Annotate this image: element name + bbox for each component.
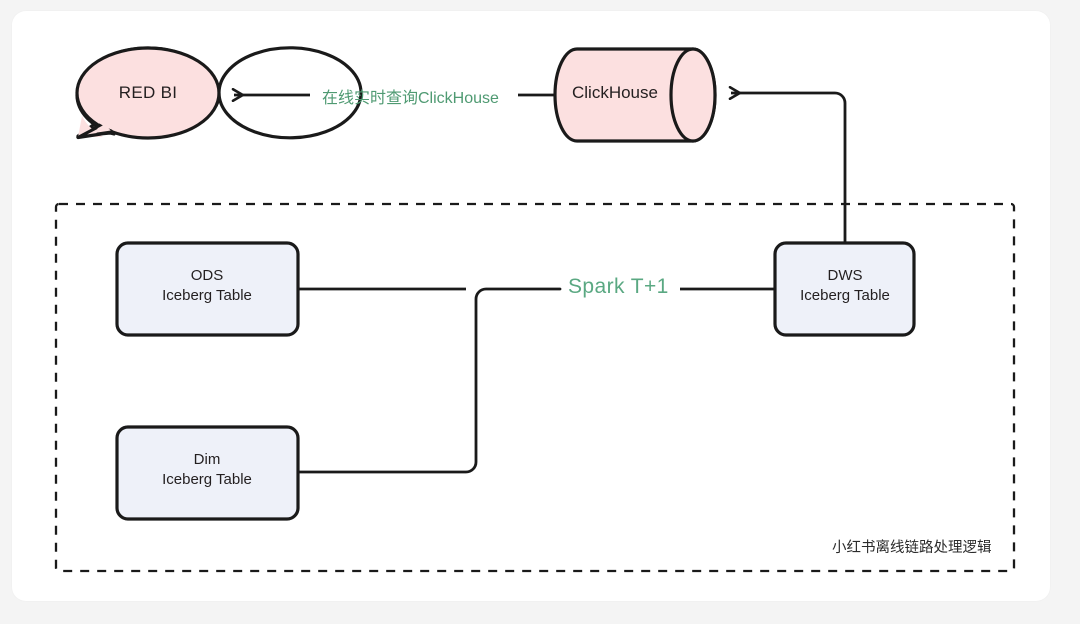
node-ods[interactable] <box>115 241 300 337</box>
edge-dws-to-clickhouse <box>731 93 847 243</box>
node-dws[interactable] <box>773 241 916 337</box>
node-clickhouse[interactable] <box>553 47 717 143</box>
node-red-bi[interactable] <box>75 46 363 140</box>
node-dim[interactable] <box>115 425 300 521</box>
offline-pipeline-container <box>54 202 1016 573</box>
edge-tables-to-dws <box>296 287 775 474</box>
